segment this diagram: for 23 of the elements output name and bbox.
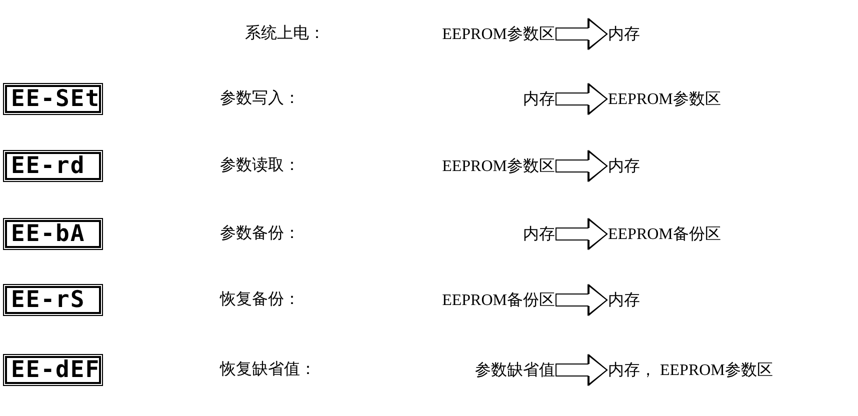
memory-area-text: 参数缺省值 [475,358,555,382]
operation-label: 恢复备份： [220,292,300,308]
segment-display: EE-bA [5,220,101,248]
operation-label: 系统上电： [245,26,325,42]
operation-label: 参数写入： [220,91,300,107]
memory-area-text: 内存 [523,87,555,111]
memory-area-text: EEPROM参数区 [442,154,555,178]
memory-area-text: 内存 [608,22,640,46]
segment-display: EE-dEF [5,356,101,384]
segment-display: EE-rS [5,286,101,314]
memory-area-text: EEPROM备份区 [442,288,555,312]
memory-area-text: EEPROM参数区 [442,22,555,46]
memory-area-text: 内存， EEPROM参数区 [608,358,773,382]
memory-area-text: EEPROM备份区 [608,222,721,246]
memory-area-text: 内存 [523,222,555,246]
memory-area-text: 内存 [608,154,640,178]
memory-area-text: EEPROM参数区 [608,87,721,111]
operation-label: 参数备份： [220,226,300,242]
operation-label: 恢复缺省值： [220,362,316,378]
segment-display: EE-rd [5,152,101,180]
operation-label: 参数读取： [220,158,300,174]
memory-area-text: 内存 [608,288,640,312]
segment-display: EE-SEt [5,85,101,113]
